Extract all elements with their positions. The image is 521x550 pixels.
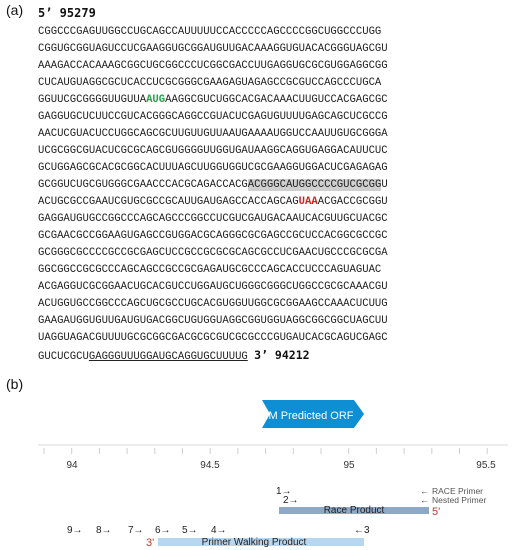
sequence-segment: GGUUCGCGGGGUUGUUA (38, 94, 147, 106)
sequence-line: ACUGGUGCCGGCCCAGCUGCGCCUGCACGUGGUUGGCGCG… (38, 296, 388, 313)
sequence-segment: AAAGACCACAAAGCGGCUGCGGCCCUCGGCGACCUUGAGG… (38, 60, 388, 72)
sequence-segment: CGGUGCGGUAGUCCUCGAAGGUGCGGAUGUUGACAAAGGU… (38, 43, 388, 55)
sequence-line: AACUCGUACUCCUGGCAGCGCUUGUUGUUAAUGAAAAUGG… (38, 126, 388, 143)
axis-tick-label: 94 (66, 460, 78, 471)
panel-b-label: (b) (6, 376, 24, 392)
sequence-line: GAGGUGCUCUUCCGUCACGGGCAGGCCGUACUCGAGUGUU… (38, 109, 388, 126)
sequence-segment: U (381, 179, 388, 191)
sequence-line: GGCGGCCGCGCCCAGCAGCCGCCGCGAGAUGCGCCCAGCA… (38, 262, 388, 279)
nested-primer-arrow: ← (420, 495, 429, 505)
race-product-group: 1→ 2→ Race Product 5' ← RACE Primer ← Ne… (276, 486, 486, 518)
predicted-orf-feature: M Predicted ORF (262, 400, 364, 428)
primer-walking-group: 9→ 8→ 7→ 6→ 5→ 4→ ←3 3' Primer Walking P… (67, 525, 370, 549)
sequence-segment: ACUGCGCCGAAUCGUGCGCCGCAUUGAUGAGCCACCAGCA… (38, 196, 299, 208)
rna-sequence: CGGCCCGAGUUGGCCUGCAGCCAUUUUUCCACCCCCAGCC… (38, 24, 388, 366)
highlighted-primer-site: ACGGGCAUGGCCCCGUCGCGG (247, 179, 382, 191)
sequence-segment: GCGGUCUGCGUGGGCGAACCCACGCAGACCACG (38, 179, 248, 191)
start-codon-aug: AUG (146, 94, 166, 106)
panel-a-label: (a) (6, 2, 24, 18)
sequence-line: GAAGAUGGUGUUGAUGUGACGGCUGUGGUAGGCGGUGGUA… (38, 313, 388, 330)
primer-6-arrow: 6→ (155, 525, 171, 536)
race-5prime-end-label: 5' (432, 506, 440, 518)
sequence-segment: GGCGGCCGCGCCCAGCAGCCGCCGCGAGAUGCGCCCAGCA… (38, 264, 382, 276)
primer-1-arrow: 1→ (276, 486, 292, 497)
sequence-segment: AAGGCGUCUGGCACGACAAACUUGUCCACGAGCGC (165, 94, 388, 106)
sequence-line: GCGGUCUGCGUGGGCGAACCCACGCAGACCACGACGGGCA… (38, 177, 388, 194)
orf-label: M Predicted ORF (269, 410, 354, 422)
primer-2-arrow: 2→ (283, 495, 299, 506)
sequence-line: GCGGGCGCCCCGCCGCGAGCUCCGCCGCGCGCAGCGCCUC… (38, 245, 388, 262)
sequence-segment: GAGGUGCUCUUCCGUCACGGGCAGGCCGUACUCGAGUGUU… (38, 111, 388, 123)
sequence-line: GCUGGAGCGCACGCGGCACUUUAGCUUGGUGGUCGCGAAG… (38, 160, 388, 177)
sequence-segment: UAGGUAGACGUUUUGCGCGGCGACGCGCGUCGCGCCCGUG… (38, 332, 388, 344)
race-primer-arrow: ← (420, 486, 429, 496)
sequence-end-coordinate: 3’ 94212 (254, 348, 310, 362)
primer-walking-product-bar (158, 538, 364, 546)
sequence-line: AAAGACCACAAAGCGGCUGCGGCCCUCGGCGACCUUGAGG… (38, 58, 388, 75)
primer-4-arrow: 4→ (211, 525, 227, 536)
sequence-line: ACGAGGUCGCGGAACUGCACGUCCUGGAUGCUGGGCGGGC… (38, 279, 388, 296)
primer-5-arrow: 5→ (182, 525, 198, 536)
sequence-start-coordinate: 5’ 95279 (38, 6, 96, 20)
sequence-segment: ACGAGGUCGCGGAACUGCACGUCCUGGAUGCUGGGCGGGC… (38, 281, 388, 293)
primer-walking-product-label: Primer Walking Product (202, 537, 307, 548)
walking-3prime-end-label: 3' (146, 537, 154, 549)
sequence-line: GAGGAUGUGCCGGCCCAGCAGCCCGGCCUCGUCGAUGACA… (38, 211, 388, 228)
sequence-line: GGUUCGCGGGGUUGUUAAUGAAGGCGUCUGGCACGACAAA… (38, 92, 388, 109)
primer-7-arrow: 7→ (128, 525, 144, 536)
genome-axis: 94 94.5 95 95.5 (38, 444, 508, 471)
stop-codon-uaa: UAA (298, 196, 318, 208)
sequence-line: CGGCCCGAGUUGGCCUGCAGCCAUUUUUCCACCCCCAGCC… (38, 24, 388, 41)
sequence-segment: GUCUCGCU (38, 351, 89, 363)
sequence-line: GUCUCGCUGAGGGUUUGGAUGCAGGUGCUUUUG 3’ 942… (38, 347, 388, 366)
sequence-line: CUCAUGUAGGCGCUCACCUCGCGGGCGAAGAGUAGAGCCG… (38, 75, 388, 92)
sequence-segment: GAAGAUGGUGUUGAUGUGACGGCUGUGGUAGGCGGUGGUA… (38, 315, 388, 327)
race-product-label: Race Product (324, 505, 385, 516)
sequence-segment: ACGACCGCGGU (317, 196, 388, 208)
primer-3-arrow: ←3 (354, 525, 370, 536)
sequence-segment: UCGCGGCGUACUCGCGCAGCGUGGGGUUGGUGAUAAGGCA… (38, 145, 388, 157)
sequence-segment: CUCAUGUAGGCGCUCACCUCGCGGGCGAAGAGUAGAGCCG… (38, 77, 382, 89)
sequence-segment: GCGGGCGCCCCGCCGCGAGCUCCGCCGCGCGCAGCGCCUC… (38, 247, 388, 259)
sequence-segment: GCUGGAGCGCACGCGGCACUUUAGCUUGGUGGUCGCGAAG… (38, 162, 388, 174)
axis-tick-label: 94.5 (200, 460, 220, 471)
sequence-line: UAGGUAGACGUUUUGCGCGGCGACGCGCGUCGCGCCCGUG… (38, 330, 388, 347)
race-product-bar (279, 507, 429, 514)
race-primer-label: RACE Primer (432, 486, 483, 496)
sequence-segment: GAGGAUGUGCCGGCCCAGCAGCCCGGCCUCGUCGAUGACA… (38, 213, 388, 225)
sequence-line: GCGAACGCCGGAAGUGAGCCGUGGACGCAGGGCGCGAGCC… (38, 228, 388, 245)
primer-8-arrow: 8→ (96, 525, 112, 536)
sequence-line: CGGUGCGGUAGUCCUCGAAGGUGCGGAUGUUGACAAAGGU… (38, 41, 388, 58)
nested-primer-label: Nested Primer (432, 495, 486, 505)
sequence-segment: AACUCGUACUCCUGGCAGCGCUUGUUGUUAAUGAAAAUGG… (38, 128, 388, 140)
sequence-line: ACUGCGCCGAAUCGUGCGCCGCAUUGAUGAGCCACCAGCA… (38, 194, 388, 211)
underlined-primer-site: GAGGGUUUGGAUGCAGGUGCUUUUG (88, 351, 248, 363)
sequence-segment: CGGCCCGAGUUGGCCUGCAGCCAUUUUUCCACCCCCAGCC… (38, 26, 382, 38)
axis-tick-label: 95.5 (476, 460, 496, 471)
axis-tick-label: 95 (343, 460, 355, 471)
sequence-segment: GCGAACGCCGGAAGUGAGCCGUGGACGCAGGGCGCGAGCC… (38, 230, 388, 242)
sequence-segment: ACUGGUGCCGGCCCAGCUGCGCCUGCACGUGGUUGGCGCG… (38, 298, 388, 310)
primer-9-arrow: 9→ (67, 525, 83, 536)
sequence-line: UCGCGGCGUACUCGCGCAGCGUGGGGUUGGUGAUAAGGCA… (38, 143, 388, 160)
